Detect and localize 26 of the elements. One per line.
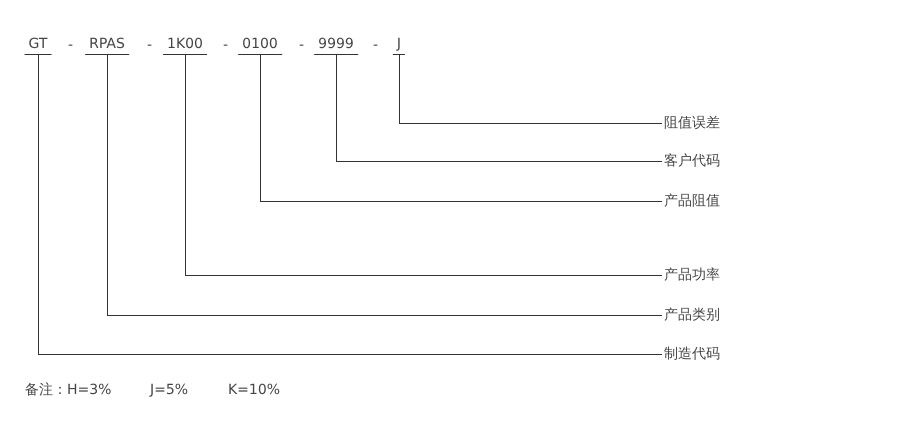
segment-description: 客户代码 bbox=[664, 152, 720, 170]
segment-description: 产品功率 bbox=[664, 266, 720, 284]
separator-dash: - bbox=[68, 36, 74, 54]
separator-dash: - bbox=[147, 36, 152, 54]
leader-line bbox=[185, 54, 662, 276]
note-text: J=5% bbox=[150, 381, 188, 399]
leader-line bbox=[399, 54, 662, 124]
separator-dash: - bbox=[223, 36, 228, 54]
leader-line bbox=[38, 54, 662, 355]
code-segment: RPAS bbox=[85, 36, 129, 55]
segment-description: 制造代码 bbox=[664, 345, 720, 363]
note-text: K=10% bbox=[228, 381, 280, 399]
code-segment: J bbox=[392, 36, 406, 55]
code-segment: 0100 bbox=[238, 36, 282, 55]
segment-description: 产品类别 bbox=[664, 306, 720, 324]
code-segment: 9999 bbox=[314, 36, 358, 55]
code-segment: 1K00 bbox=[163, 36, 207, 55]
leader-line bbox=[260, 54, 662, 202]
segment-description: 产品阻值 bbox=[664, 192, 720, 210]
leader-line bbox=[336, 54, 662, 162]
separator-dash: - bbox=[373, 36, 378, 54]
code-segment: GT bbox=[24, 36, 52, 55]
separator-dash: - bbox=[299, 36, 304, 54]
segment-description: 阻值误差 bbox=[664, 114, 720, 132]
leader-line bbox=[107, 54, 662, 316]
note-text: 备注：H=3% bbox=[25, 381, 112, 399]
